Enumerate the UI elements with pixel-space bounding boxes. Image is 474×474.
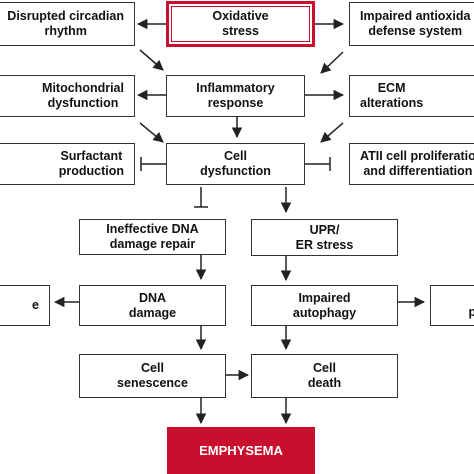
node-label: Surfactant production <box>58 149 124 178</box>
node-label: Oxidative stress <box>212 9 269 38</box>
node-label: Impaired antioxida defense system <box>360 9 471 38</box>
node-surfactant-production: Surfactant production <box>0 143 135 185</box>
node-label: Cell dysfunction <box>200 149 271 178</box>
node-label: e <box>32 298 39 312</box>
node-label: Mitochondrial dysfunction <box>42 81 124 110</box>
node-oxidative-stress: Oxidative stress <box>166 1 315 47</box>
node-impaired-autophagy: Impaired autophagy <box>251 285 398 326</box>
node-label: DNA damage <box>128 290 177 320</box>
node-mitochondrial-dysfunction: Mitochondrial dysfunction <box>0 75 135 117</box>
node-label: Cell senescence <box>117 361 188 390</box>
node-label: UPR/ ER stress <box>295 222 354 252</box>
node-label: Disrupted circadian rhythm <box>7 9 124 38</box>
node-right-partial: pr <box>430 285 474 326</box>
node-cell-senescence: Cell senescence <box>79 354 226 398</box>
node-label: pr <box>469 305 474 320</box>
node-atii-cell-proliferation: ATII cell proliferatio and differentiati… <box>349 143 474 185</box>
node-label: EMPHYSEMA <box>199 443 283 458</box>
node-upr-er-stress: UPR/ ER stress <box>251 219 398 256</box>
node-label: ECM alterations <box>360 81 424 110</box>
edge-circadian-to-inflammatory <box>139 49 164 71</box>
node-impaired-antioxidant-defense: Impaired antioxida defense system <box>349 2 474 46</box>
node-label: Inflammatory response <box>196 81 275 110</box>
node-disrupted-circadian-rhythm: Disrupted circadian rhythm <box>0 2 135 46</box>
node-emphysema: EMPHYSEMA <box>167 427 315 474</box>
node-cell-dysfunction: Cell dysfunction <box>166 143 305 185</box>
edge-antioxidant-to-inflammatory <box>320 51 344 74</box>
node-label: Impaired autophagy <box>292 290 357 320</box>
node-inflammatory-response: Inflammatory response <box>166 75 305 117</box>
node-left-partial: e <box>0 285 50 326</box>
node-label: Ineffective DNA damage repair <box>106 222 199 251</box>
node-ecm-alterations: ECM alterations <box>349 75 474 117</box>
edge-mito-to-cell-dysfunction <box>139 122 164 143</box>
node-dna-damage: DNA damage <box>79 285 226 326</box>
node-label: ATII cell proliferatio and differentiati… <box>360 149 474 178</box>
node-cell-death: Cell death <box>251 354 398 398</box>
node-ineffective-dna-damage-repair: Ineffective DNA damage repair <box>79 219 226 255</box>
edge-ecm-to-cell-dysfunction <box>320 122 344 143</box>
node-label: Cell death <box>307 361 342 390</box>
